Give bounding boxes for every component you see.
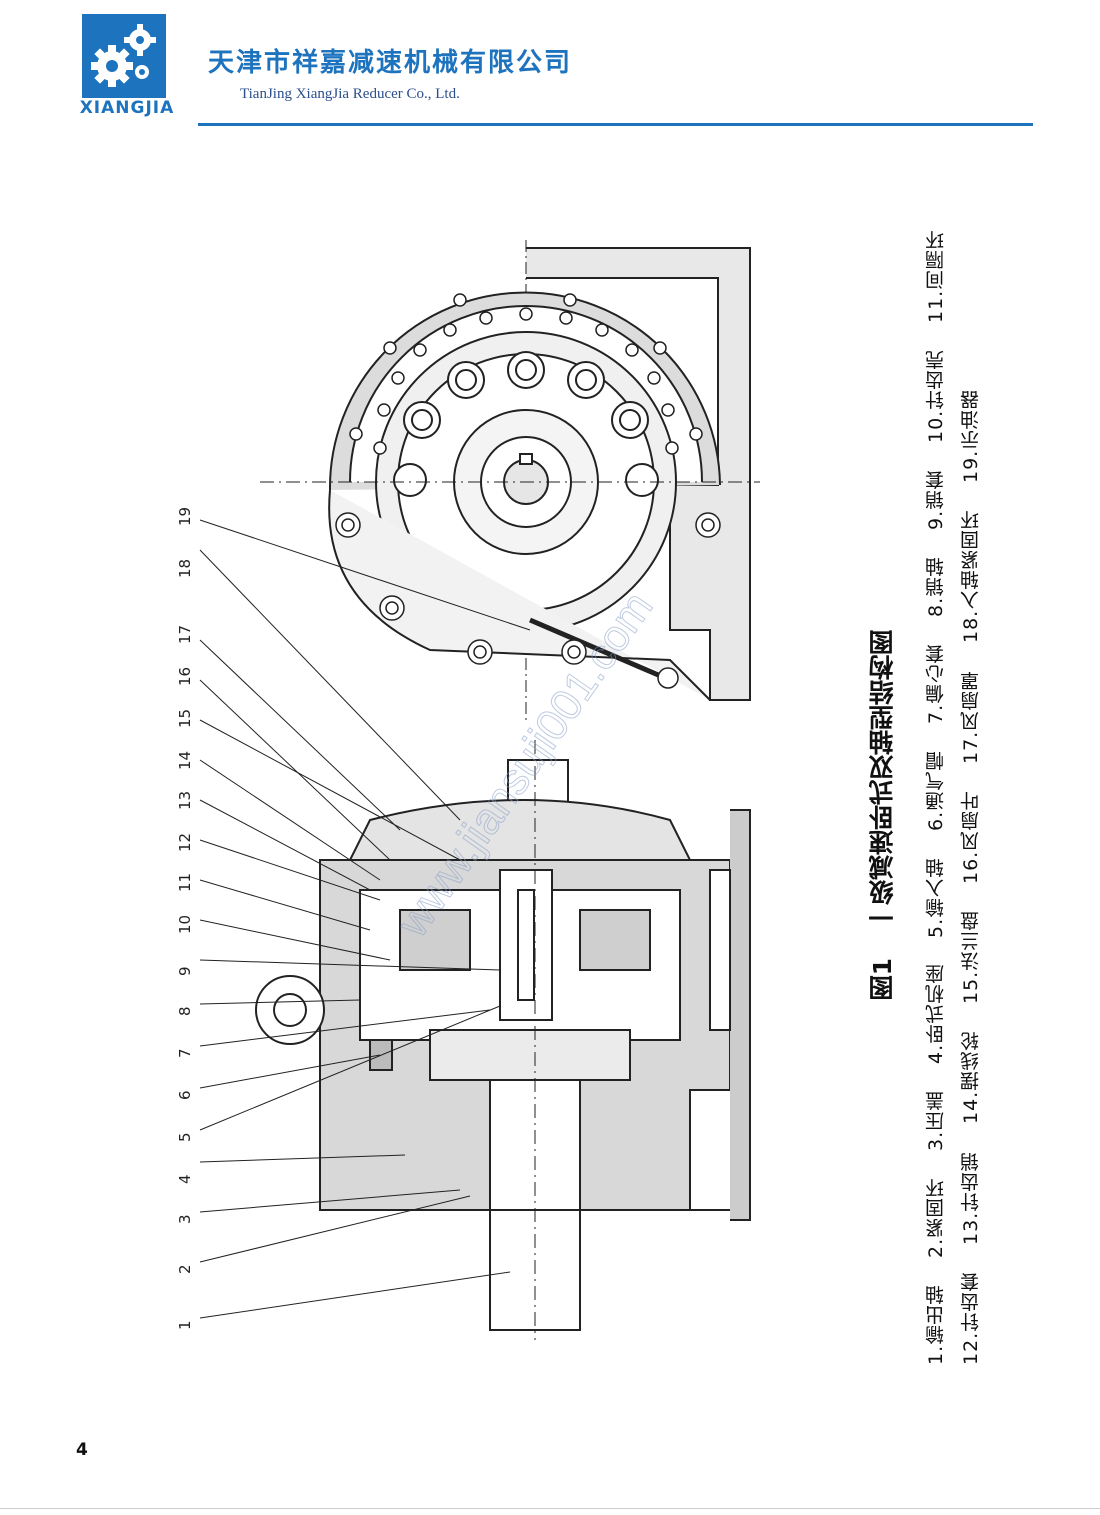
- callout-leaders: [199, 519, 531, 1319]
- legend-item: 1.输出轴: [925, 1284, 947, 1365]
- callout-numbers: 1 2 3 4 5 6 7 8 9 10 11 12 13 14 15 16 1…: [176, 507, 194, 1330]
- callout-7: 7: [176, 1048, 194, 1058]
- gears-icon: [91, 24, 156, 87]
- legend-item: 9.销套: [925, 469, 947, 531]
- legend-item: 2.紧固环: [925, 1178, 947, 1259]
- callout-14: 14: [176, 751, 194, 770]
- header-divider: [198, 123, 1033, 126]
- legend-row-2: 12.针齿套 13.针齿销 14.摆线轮 15.法兰盘 16.风扇叶 17.风扇…: [957, 390, 984, 1365]
- company-name-en: TianJing XiangJia Reducer Co., Ltd.: [240, 86, 460, 102]
- callout-9: 9: [176, 966, 194, 976]
- callout-17: 17: [176, 625, 194, 644]
- figure-label: 图1: [868, 958, 897, 1001]
- company-logo: [82, 14, 166, 98]
- legend-row-1: 1.输出轴 2.紧固环 3.压盖 4.卧式机座 5.输入轴 6.通气帽 7.偏心…: [922, 230, 949, 1365]
- legend-item: 12.针齿套: [960, 1271, 982, 1365]
- callout-5: 5: [176, 1132, 194, 1142]
- callout-6: 6: [176, 1090, 194, 1100]
- company-name-cn: 天津市祥嘉减速机械有限公司: [208, 48, 573, 78]
- legend-item: 11.间隔环: [925, 230, 947, 324]
- callout-19: 19: [176, 507, 194, 526]
- legend-item: 3.压盖: [925, 1091, 947, 1152]
- page-number: 4: [76, 1440, 88, 1460]
- callout-11: 11: [176, 873, 194, 892]
- legend-item: 4.卧式机座: [925, 964, 947, 1065]
- callout-16: 16: [176, 667, 194, 686]
- callout-2: 2: [176, 1264, 194, 1274]
- legend-item: 5.输入轴: [925, 857, 947, 938]
- callout-1: 1: [176, 1320, 194, 1330]
- callout-18: 18: [176, 559, 194, 578]
- footer-divider: [0, 1508, 1100, 1509]
- reducer-structure-drawing: 1 2 3 4 5 6 7 8 9 10 11 12 13 14 15 16 1…: [176, 240, 760, 1340]
- callout-15: 15: [176, 709, 194, 728]
- end-view: [260, 240, 760, 720]
- legend-item: 7.偏心套: [925, 643, 947, 724]
- callout-3: 3: [176, 1214, 194, 1224]
- legend-item: 17.风扇罩: [960, 670, 982, 764]
- callout-10: 10: [176, 915, 194, 934]
- callout-13: 13: [176, 791, 194, 810]
- legend-item: 16.风扇叶: [960, 790, 982, 884]
- legend-item: 13.针齿销: [960, 1151, 982, 1245]
- callout-4: 4: [176, 1174, 194, 1184]
- legend-item: 10.针齿壳: [925, 350, 947, 444]
- legend-item: 15.法兰盘: [960, 911, 982, 1005]
- legend-item: 8.销轴: [925, 556, 947, 617]
- side-section-view: [255, 740, 751, 1340]
- figure-title: 一级减速卧式双轴型结构图: [868, 630, 897, 930]
- legend-item: 18.入轴紧固环: [960, 510, 982, 644]
- callout-12: 12: [176, 833, 194, 852]
- legend-item: 14.摆线轮: [960, 1031, 982, 1125]
- logo-wordmark: XIANGJIA: [79, 98, 175, 118]
- callout-8: 8: [176, 1006, 194, 1016]
- legend-item: 6.通气帽: [925, 750, 947, 831]
- legend-item: 19.示油器: [960, 390, 982, 484]
